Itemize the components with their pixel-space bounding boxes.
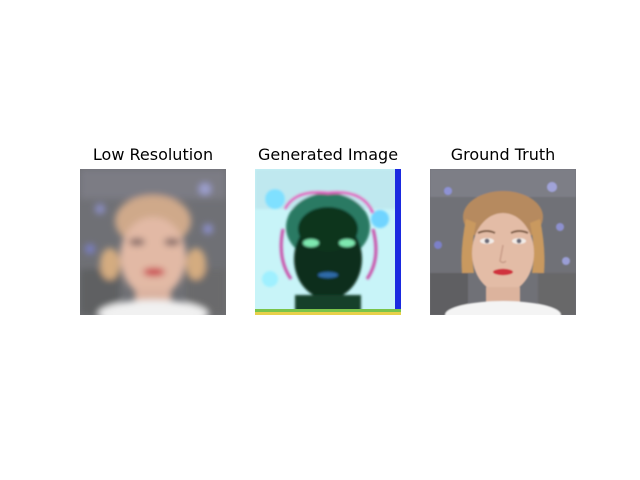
panel-ground-truth: Ground Truth <box>430 143 576 315</box>
panel-title-generated-image: Generated Image <box>257 145 399 164</box>
panel-generated-image: Generated Image <box>255 143 401 315</box>
panel-title-low-resolution: Low Resolution <box>92 145 214 164</box>
panel-title-ground-truth: Ground Truth <box>450 145 556 164</box>
panel-low-resolution: Low Resolution <box>80 143 226 315</box>
ground-truth-image <box>430 169 576 315</box>
generated-image <box>255 169 401 315</box>
low-resolution-image <box>80 169 226 315</box>
